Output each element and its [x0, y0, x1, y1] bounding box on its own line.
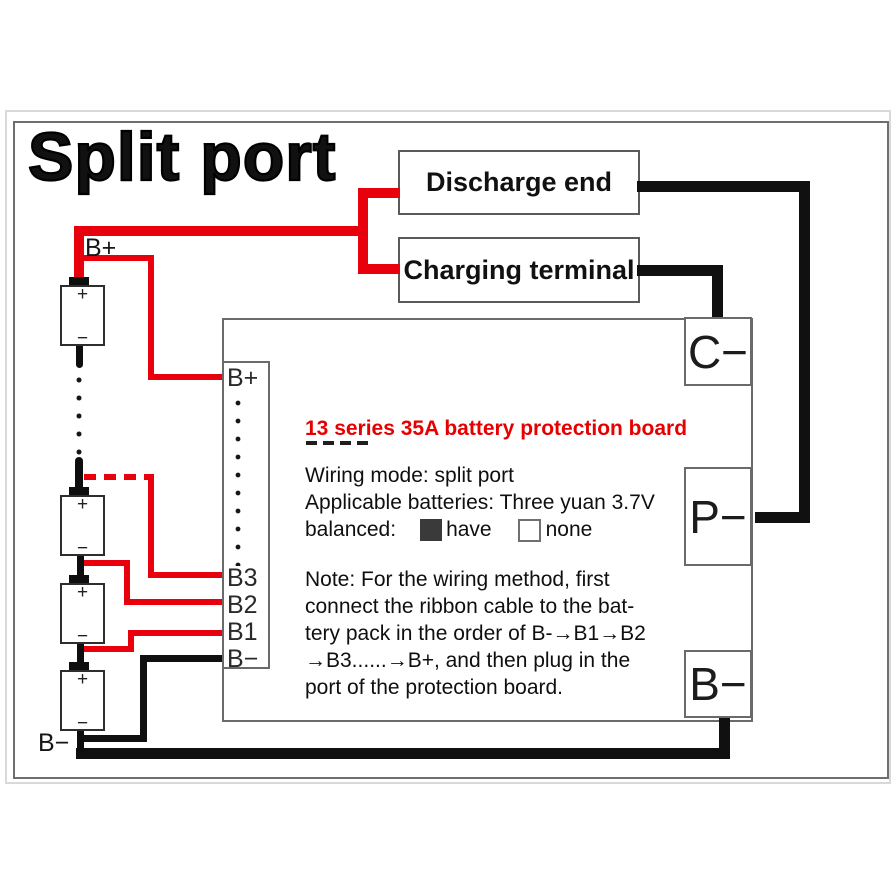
pin-b3: B3: [227, 564, 258, 592]
battery3-cap: [69, 575, 89, 584]
wire-red-b1-riser: [128, 630, 134, 652]
battery2-minus: −: [76, 538, 89, 559]
battery4-minus: −: [76, 713, 89, 734]
page-title: Split port: [27, 118, 337, 196]
checkbox-have-filled: [420, 519, 443, 541]
info-applicable-batteries: Applicable batteries: Three yuan 3.7V: [305, 491, 655, 514]
wire-red-to-charging: [358, 264, 400, 274]
wire-black-main-bminus: [76, 748, 730, 759]
battery1-minus: −: [76, 328, 89, 349]
balance-connector-strip: [222, 361, 270, 669]
outer-border: [5, 110, 891, 784]
discharge-end-label: Discharge end: [425, 167, 613, 197]
checkbox-none-empty: [517, 518, 541, 542]
battery-cell-2: + −: [60, 494, 105, 559]
wire-black-to-pminus: [755, 512, 810, 523]
battery3-plus: +: [76, 582, 89, 603]
wire-red-b1-tap: [82, 646, 134, 652]
wire-red-to-discharge: [358, 188, 400, 198]
wire-black-discharge-vertical: [799, 181, 810, 523]
wire-red-bplus-pin: [148, 374, 224, 380]
terminal-b-minus-label: B−: [689, 658, 747, 710]
pin-b-minus: B−: [227, 645, 259, 673]
battery1-bottom-stub: [76, 341, 83, 368]
wire-red-b2-pin: [124, 599, 224, 605]
battery2-top-stub: [75, 457, 83, 489]
wire-red-bplus-horizontal: [74, 226, 368, 236]
info-wiring-mode: Wiring mode: split port: [305, 464, 514, 487]
note-text: Note: For the wiring method, first conne…: [305, 568, 646, 699]
wire-red-b3-pin: [148, 572, 224, 578]
battery2-3-link: [77, 550, 84, 576]
pin-b2: B2: [227, 591, 258, 619]
wire-red-b2-tap: [82, 560, 130, 566]
charging-terminal-label: Charging terminal: [403, 254, 635, 285]
balanced-label: balanced:: [305, 518, 397, 541]
wire-red-bplus-tap: [78, 255, 154, 261]
battery2-cap: [69, 487, 89, 496]
wire-red-b3-dashed: [84, 474, 154, 480]
battery-cell-4: + −: [60, 669, 105, 734]
wire-red-b1-pin: [128, 630, 224, 636]
balanced-have-label: have: [446, 518, 492, 541]
protection-board: [222, 318, 753, 722]
terminal-c-minus: C−: [684, 317, 752, 386]
battery3-4-link: [77, 638, 84, 664]
heading-dashed-underline: [306, 441, 374, 445]
battery1-plus: +: [76, 284, 89, 305]
wire-black-bminus-box-drop: [719, 716, 730, 758]
pin-dots: [235, 394, 241, 566]
battery-cell-3: + −: [60, 582, 105, 647]
wire-red-bplus-riser: [148, 255, 154, 380]
battery3-minus: −: [76, 626, 89, 647]
wire-black-charging-horizontal: [637, 265, 723, 276]
balanced-none-label: none: [545, 518, 593, 541]
balanced-row: balanced: have none: [305, 518, 592, 542]
pin-b1: B1: [227, 618, 258, 646]
wire-black-to-cminus: [712, 265, 723, 318]
pin-b-plus: B+: [227, 364, 259, 392]
terminal-b-minus: B−: [684, 650, 752, 718]
wire-black-bminus-tap: [80, 735, 147, 742]
charging-terminal-box: Charging terminal: [398, 237, 640, 303]
wire-red-branch-vertical: [358, 188, 368, 274]
pack-negative-label: B−: [38, 729, 70, 757]
battery2-plus: +: [76, 494, 89, 515]
battery1-cap: [69, 277, 89, 286]
wire-black-bminus-pin: [140, 655, 224, 662]
battery4-bottom-stub: [77, 725, 84, 753]
terminal-p-minus-label: P−: [689, 490, 747, 543]
wire-black-bminus-riser: [140, 655, 147, 742]
terminal-c-minus-label: C−: [687, 325, 749, 378]
terminal-p-minus: P−: [684, 467, 752, 566]
wire-red-bplus-vertical: [74, 226, 84, 283]
wire-black-discharge-horizontal: [637, 181, 810, 192]
battery4-plus: +: [76, 669, 89, 690]
discharge-end-box: Discharge end: [398, 150, 640, 215]
board-heading: 13 series 35A battery protection board: [305, 417, 688, 440]
battery-cell-1: + −: [60, 284, 105, 349]
wire-red-b3-riser: [148, 474, 154, 578]
battery-series-dots: [76, 371, 82, 457]
battery4-cap: [69, 662, 89, 671]
wire-red-b2-riser: [124, 560, 130, 605]
pack-positive-label: B+: [85, 234, 117, 262]
